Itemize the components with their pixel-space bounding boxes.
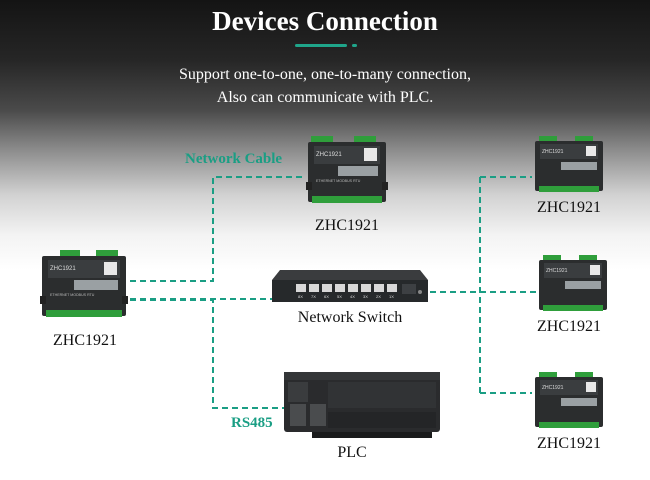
right-mid-device-label: ZHC1921 [537, 318, 601, 335]
switch-port [335, 284, 345, 292]
switch-port [296, 284, 306, 292]
svg-text:ZHC1921: ZHC1921 [50, 266, 76, 272]
title-underline-dot [352, 44, 357, 47]
subtitle-line-1: Support one-to-one, one-to-many connecti… [179, 66, 471, 83]
svg-text:ETHERNET MODBUS RTU: ETHERNET MODBUS RTU [50, 293, 95, 297]
left-device-label: ZHC1921 [53, 332, 117, 349]
right-top-device-label: ZHC1921 [537, 199, 601, 216]
network-cable-label: Network Cable [185, 151, 283, 167]
center-device-label: ZHC1921 [315, 217, 379, 234]
switch-port-label: 7X [311, 294, 316, 299]
svg-text:ETHERNET MODBUS RTU: ETHERNET MODBUS RTU [316, 179, 361, 183]
svg-text:ZHC1921: ZHC1921 [542, 149, 564, 155]
switch-port [309, 284, 319, 292]
subtitle-line-2: Also can communicate with PLC. [216, 89, 434, 106]
cable-left-to-center [130, 176, 305, 282]
svg-text:ZHC1921: ZHC1921 [546, 268, 568, 274]
right-bottom-device-label: ZHC1921 [537, 435, 601, 452]
switch-port-label: 1X [389, 294, 394, 299]
cable-left-to-plc [130, 299, 284, 409]
rs485-label: RS485 [231, 415, 273, 431]
svg-text:ZHC1921: ZHC1921 [316, 152, 342, 158]
switch-port [348, 284, 358, 292]
switch-label: Network Switch [297, 309, 403, 326]
switch-port-label: 2X [376, 294, 381, 299]
switch-port-label: 3X [363, 294, 368, 299]
switch-port [374, 284, 384, 292]
switch-port [322, 284, 332, 292]
plc-label: PLC [337, 444, 367, 461]
title-underline [295, 44, 347, 47]
switch-port-label: 5X [337, 294, 342, 299]
switch-port-label: 8X [298, 294, 303, 299]
page-title: Devices Connection [212, 6, 438, 36]
svg-text:ZHC1921: ZHC1921 [542, 385, 564, 391]
switch-port-label: 6X [324, 294, 329, 299]
switch-port-label: 4X [350, 294, 355, 299]
switch-port [387, 284, 397, 292]
switch-port [361, 284, 371, 292]
